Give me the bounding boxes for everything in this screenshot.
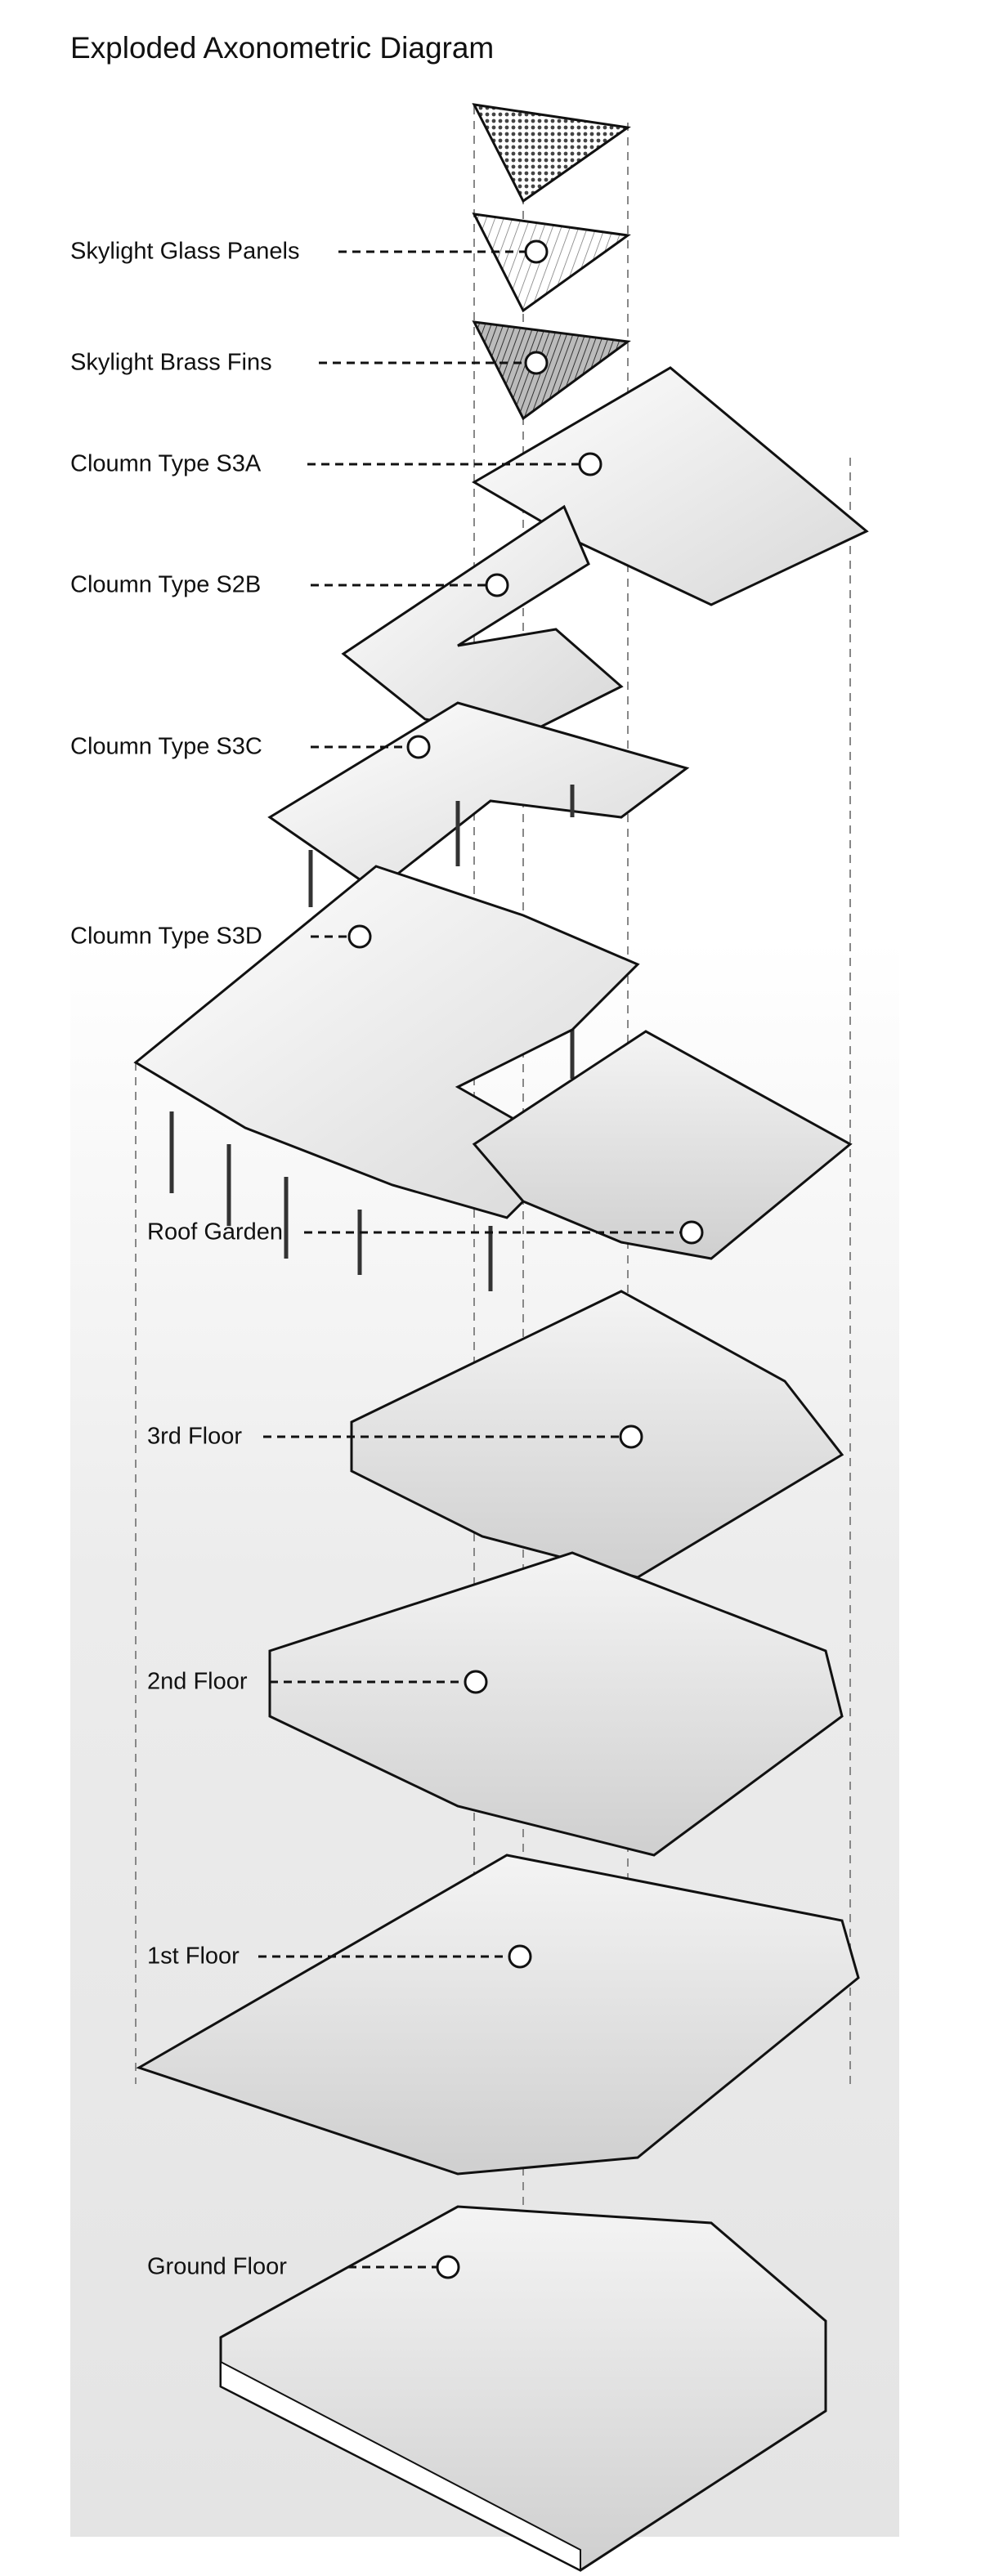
roof-garden-slab bbox=[472, 1030, 853, 1260]
label-first-floor: 1st Floor bbox=[147, 1943, 240, 1970]
diagram-title: Exploded Axonometric Diagram bbox=[70, 31, 495, 65]
label-skylight-brass-fins: Skylight Brass Fins bbox=[70, 349, 272, 376]
skylight-brass-fins bbox=[472, 320, 631, 421]
first-floor-slab bbox=[136, 1854, 860, 2176]
column-s2b-canopy bbox=[341, 504, 624, 737]
ground-floor-edge bbox=[220, 2360, 581, 2572]
skylight-top-panel bbox=[472, 103, 631, 203]
label-roof-garden: Roof Garden bbox=[147, 1219, 284, 1246]
label-column-s2b: Cloumn Type S2B bbox=[70, 571, 262, 598]
label-third-floor: 3rd Floor bbox=[147, 1423, 243, 1450]
label-column-s3d: Cloumn Type S3D bbox=[70, 923, 262, 950]
label-skylight-glass-panels: Skylight Glass Panels bbox=[70, 238, 300, 265]
label-column-s3a: Cloumn Type S3A bbox=[70, 450, 262, 477]
third-floor-slab bbox=[350, 1290, 844, 1579]
skylight-glass-panels bbox=[472, 212, 631, 313]
leader-lines bbox=[258, 250, 683, 2269]
label-ground-floor: Ground Floor bbox=[147, 2253, 287, 2280]
label-column-s3c: Cloumn Type S3C bbox=[70, 733, 262, 760]
callout-dots bbox=[347, 239, 704, 2279]
second-floor-slab bbox=[268, 1551, 844, 1857]
column-s3c-canopy bbox=[267, 701, 690, 892]
ground-floor-block bbox=[219, 2205, 827, 2572]
label-second-floor: 2nd Floor bbox=[147, 1668, 248, 1695]
